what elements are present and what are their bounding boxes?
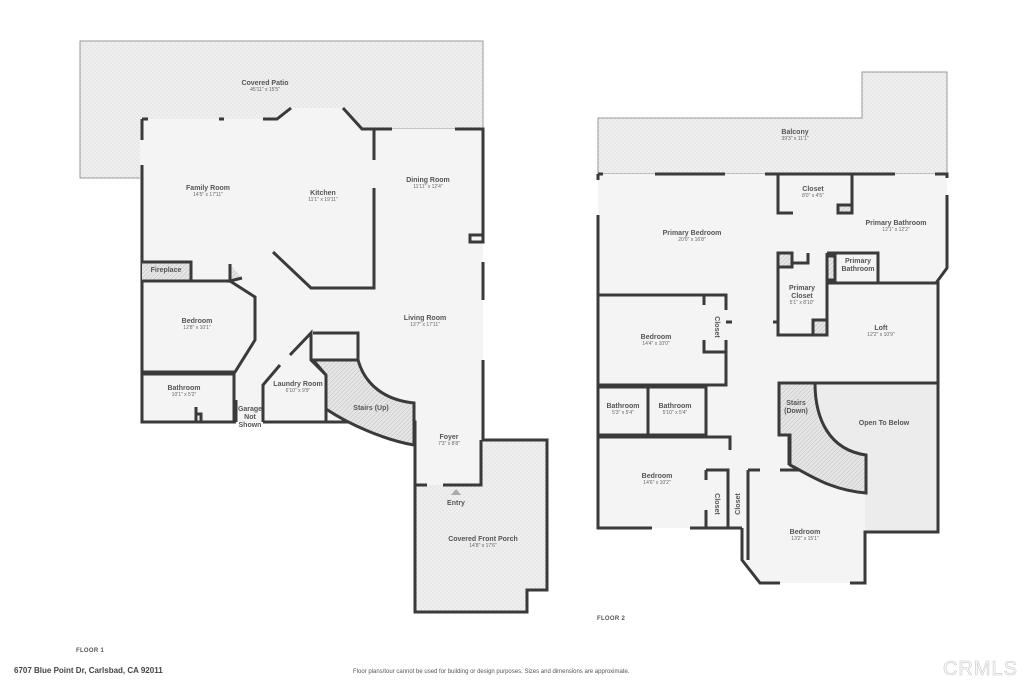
room-bathroom: Bathroom 10'1" x 5'2" [167, 385, 201, 399]
room-loft: Loft 12'2" x 10'9" [867, 325, 895, 339]
stairs-up [309, 358, 416, 447]
entry-arrow-icon [451, 489, 461, 495]
room-closet-b: Closet [713, 493, 721, 515]
room-family-room: Family Room 14'5" x 17'11" [186, 185, 230, 199]
floor-1-label: FLOOR 1 [76, 648, 105, 654]
room-primary-closet: Primary Closet 5'1" x 8'10" [788, 285, 816, 307]
open-to-below-area [815, 383, 938, 532]
room-bathroom-b: Bathroom 5'10" x 5'4" [658, 403, 692, 417]
room-primary-bathroom: Primary Bathroom 12'1" x 12'2" [865, 220, 927, 234]
room-garage-not-shown: Garage Not Shown [237, 405, 263, 430]
balcony-area [597, 71, 948, 175]
room-dining-room: Dining Room 11'11" x 12'4" [406, 177, 450, 191]
room-closet-primary: Closet 8'0" x 4'5" [802, 186, 824, 200]
crmls-watermark: CRMLS [942, 658, 1018, 681]
floor-2-label: FLOOR 2 [597, 616, 626, 622]
room-kitchen: Kitchen 11'1" x 19'11" [308, 190, 338, 204]
label-entry: Entry [447, 499, 465, 507]
floor-1-interior [140, 108, 483, 485]
room-primary-bedroom: Primary Bedroom 20'0" x 16'8" [662, 230, 722, 244]
room-bathroom-a: Bathroom 5'3" x 5'4" [606, 403, 640, 417]
floor-1 [79, 40, 549, 614]
room-bedroom: Bedroom 12'8" x 10'1" [181, 318, 213, 332]
room-closet-a: Closet [713, 316, 721, 338]
room-foyer: Foyer 7'3" x 8'8" [438, 434, 460, 448]
room-balcony: Balcony 39'3" x 11'1" [781, 129, 809, 143]
room-stairs-up: Stairs (Up) [353, 404, 389, 412]
room-bedroom-a: Bedroom 14'4" x 10'0" [640, 334, 672, 348]
room-open-to-below: Open To Below [858, 419, 910, 427]
room-covered-patio: Covered Patio 45'11" x 15'5" [241, 80, 289, 94]
room-covered-front-porch: Covered Front Porch 14'8" x 17'6" [448, 536, 518, 550]
room-closet-c: Closet [734, 493, 742, 515]
room-bedroom-c: Bedroom 13'2" x 15'1" [789, 529, 821, 543]
room-primary-bathroom-small: Primary Bathroom [841, 257, 875, 273]
floor-2 [596, 71, 949, 585]
room-stairs-down: Stairs (Down) [784, 399, 808, 415]
property-address: 6707 Blue Point Dr, Carlsbad, CA 92011 [14, 666, 163, 675]
room-fireplace: Fireplace [150, 266, 182, 274]
stairs-down [777, 381, 868, 495]
room-living-room: Living Room 13'7" x 17'11" [403, 315, 447, 329]
room-laundry-room: Laundry Room 6'10" x 9'9" [273, 381, 323, 395]
room-bedroom-b: Bedroom 14'6" x 10'2" [641, 473, 673, 487]
disclaimer-text: Floor plans/tour cannot be used for buil… [353, 669, 630, 675]
